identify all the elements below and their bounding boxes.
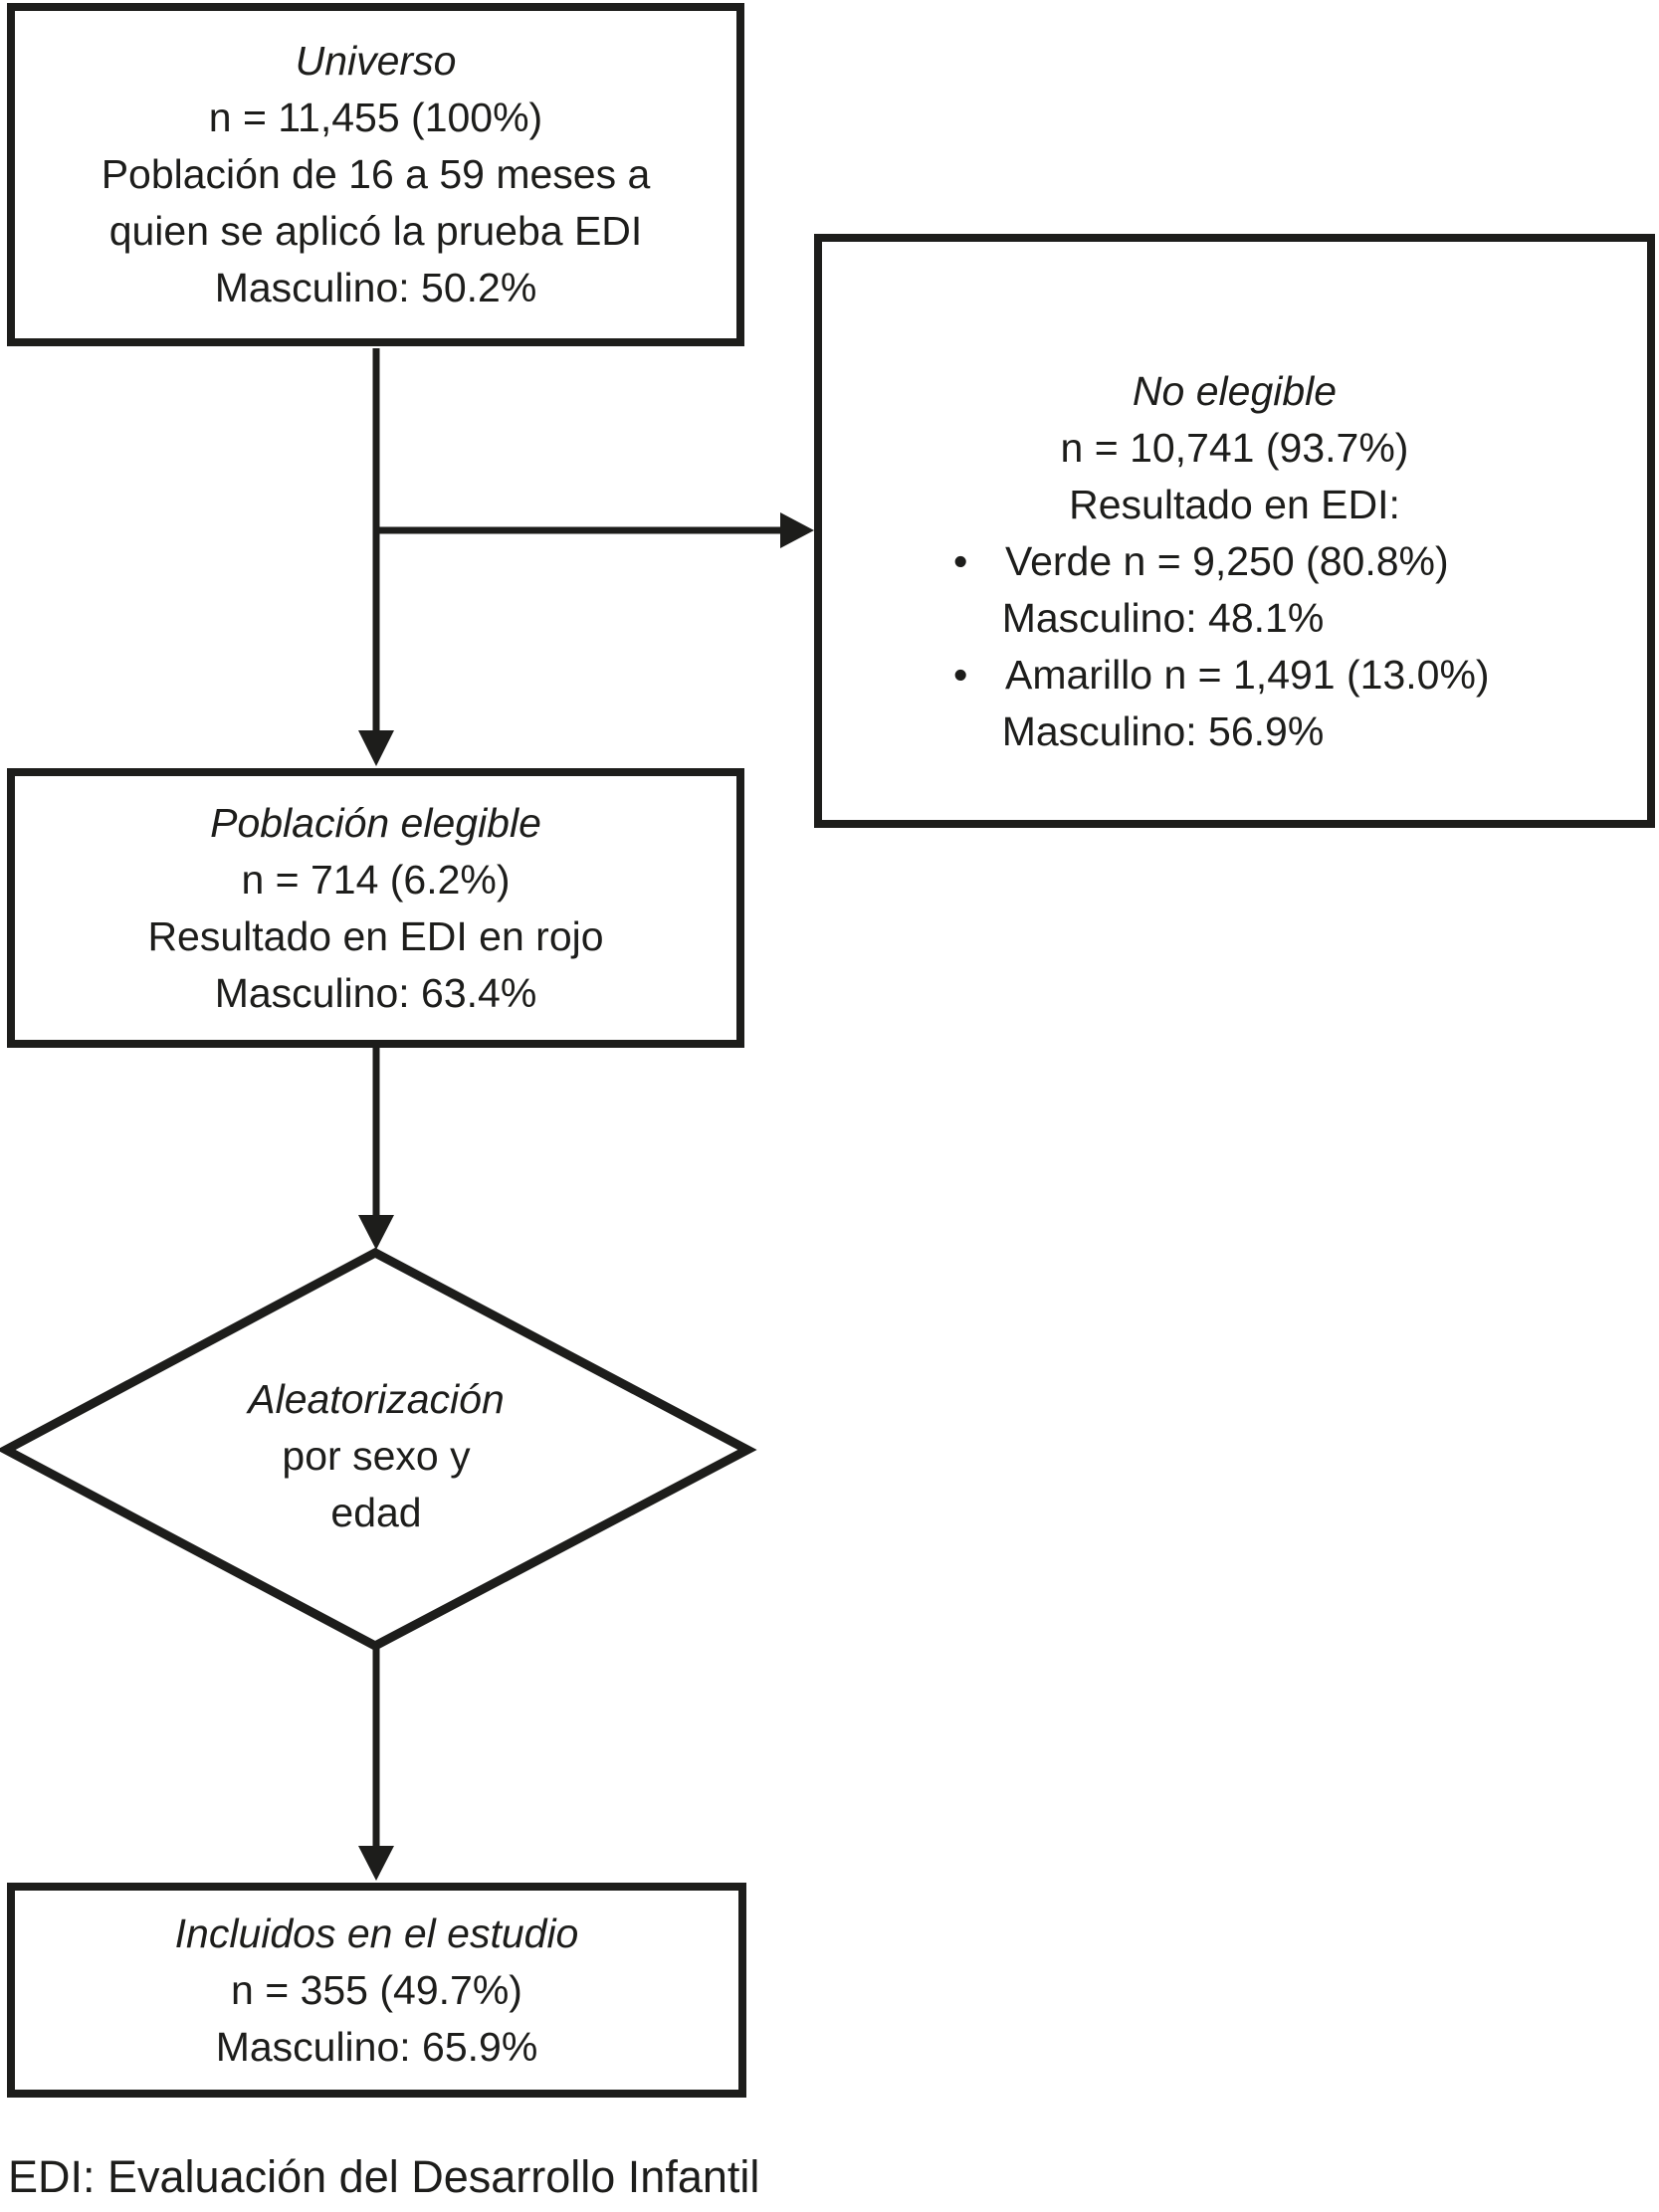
poblacion-elegible-box: Población elegible n = 714 (6.2%) Result… — [7, 768, 744, 1048]
incluidos-line-n: n = 355 (49.7%) — [231, 1966, 522, 2013]
aleatorizacion-label: Aleatorización por sexo y edad — [78, 1371, 675, 1541]
no-elegible-verde-masculino: Masculino: 48.1% — [1001, 595, 1325, 641]
aleatorizacion-line-edad: edad — [330, 1490, 422, 1535]
no-elegible-box: No elegible n = 10,741 (93.7%) Resultado… — [814, 234, 1655, 828]
bullet-icon: • — [953, 538, 968, 584]
poblacion-elegible-title: Población elegible — [210, 799, 541, 846]
arrow-universo-to-poblacion-head — [358, 730, 394, 766]
no-elegible-title: No elegible — [1132, 368, 1338, 414]
incluidos-box: Incluidos en el estudio n = 355 (49.7%) … — [7, 1883, 746, 2098]
universo-line-masculino: Masculino: 50.2% — [214, 265, 537, 310]
incluidos-title: Incluidos en el estudio — [174, 1910, 579, 1956]
no-elegible-bullet-verde-text: Verde n = 9,250 (80.8%) — [1005, 538, 1449, 584]
universo-title: Universo — [295, 38, 457, 84]
no-elegible-line-n: n = 10,741 (93.7%) — [1060, 425, 1409, 471]
no-elegible-bullet-verde: • Verde n = 9,250 (80.8%) — [822, 533, 1647, 590]
aleatorizacion-title: Aleatorización — [248, 1376, 505, 1422]
poblacion-line-n: n = 714 (6.2%) — [241, 856, 511, 903]
aleatorizacion-line-sexo: por sexo y — [282, 1433, 471, 1479]
universo-line-n: n = 11,455 (100%) — [208, 95, 543, 140]
bullet-icon: • — [953, 652, 968, 698]
footnote: EDI: Evaluación del Desarrollo Infantil — [8, 2151, 760, 2202]
universo-line-poblacion: Población de 16 a 59 meses a — [101, 151, 651, 197]
no-elegible-bullet-amarillo: • Amarillo n = 1,491 (13.0%) — [822, 647, 1647, 704]
decision-diamond — [0, 1247, 757, 1652]
arrow-poblacion-to-aleatorizacion-head — [358, 1215, 394, 1250]
incluidos-line-masculino: Masculino: 65.9% — [215, 2023, 538, 2070]
poblacion-line-masculino: Masculino: 63.4% — [214, 969, 537, 1016]
universo-box: Universo n = 11,455 (100%) Población de … — [7, 3, 744, 346]
arrow-branch-to-no-elegible-head — [780, 512, 814, 548]
poblacion-line-resultado: Resultado en EDI en rojo — [147, 912, 604, 959]
no-elegible-line-resultado: Resultado en EDI: — [1069, 482, 1400, 527]
arrow-aleatorizacion-to-incluidos-head — [358, 1846, 394, 1881]
no-elegible-bullet-amarillo-text: Amarillo n = 1,491 (13.0%) — [1005, 652, 1490, 698]
no-elegible-amarillo-masculino: Masculino: 56.9% — [1001, 708, 1325, 754]
universo-line-prueba: quien se aplicó la prueba EDI — [108, 208, 643, 254]
